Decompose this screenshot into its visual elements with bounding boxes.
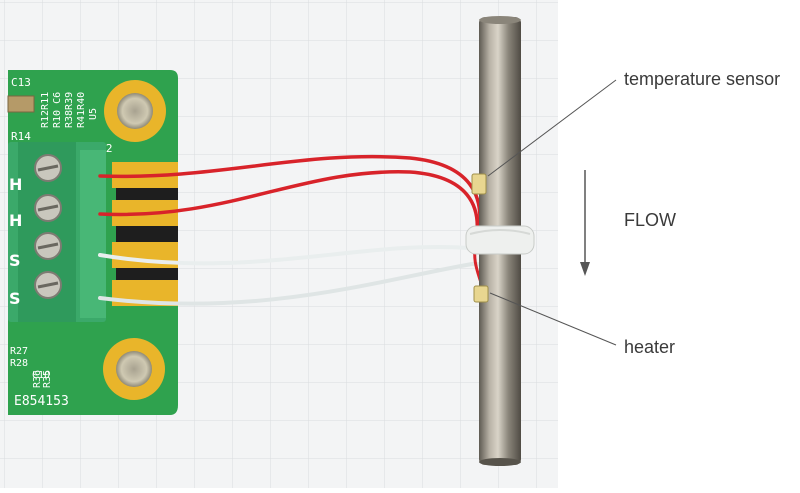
flow-label: FLOW bbox=[624, 210, 676, 230]
terminal-letter-1: H bbox=[9, 175, 22, 194]
terminal-letter-2: H bbox=[9, 211, 22, 230]
terminal-letter-4: S bbox=[9, 289, 21, 308]
smd-capacitor bbox=[7, 95, 35, 113]
svg-text:U5: U5 bbox=[88, 108, 99, 120]
temperature-sensor-label: temperature sensor bbox=[624, 69, 781, 89]
svg-text:C10: C10 bbox=[32, 370, 50, 381]
terminal-block: H H S S bbox=[8, 142, 106, 322]
terminal-screws bbox=[34, 154, 62, 299]
silk-board-id: E854153 bbox=[14, 394, 69, 409]
svg-text:R41R40: R41R40 bbox=[76, 92, 87, 128]
svg-text:R35: R35 bbox=[42, 370, 53, 388]
silk-r14: R14 bbox=[11, 130, 31, 143]
svg-text:R10 C6: R10 C6 bbox=[52, 92, 63, 128]
flow-arrow-icon bbox=[580, 170, 590, 276]
svg-text:R28: R28 bbox=[10, 358, 28, 369]
sensor-leader-line bbox=[487, 79, 617, 177]
cable-tie bbox=[465, 225, 535, 255]
red-wire-2 bbox=[98, 170, 479, 242]
white-margin bbox=[558, 0, 800, 488]
heater-chip bbox=[473, 285, 489, 303]
heater-leader-line bbox=[489, 292, 617, 346]
temperature-sensor-chip bbox=[471, 173, 487, 195]
silk-c13: C13 bbox=[11, 76, 31, 89]
terminal-letter-3: S bbox=[9, 251, 21, 270]
svg-text:R27: R27 bbox=[10, 346, 28, 357]
svg-text:R36: R36 bbox=[32, 370, 43, 388]
heater-label: heater bbox=[624, 337, 676, 357]
svg-text:R38R39: R38R39 bbox=[64, 92, 75, 128]
svg-text:R12R11: R12R11 bbox=[40, 92, 51, 128]
